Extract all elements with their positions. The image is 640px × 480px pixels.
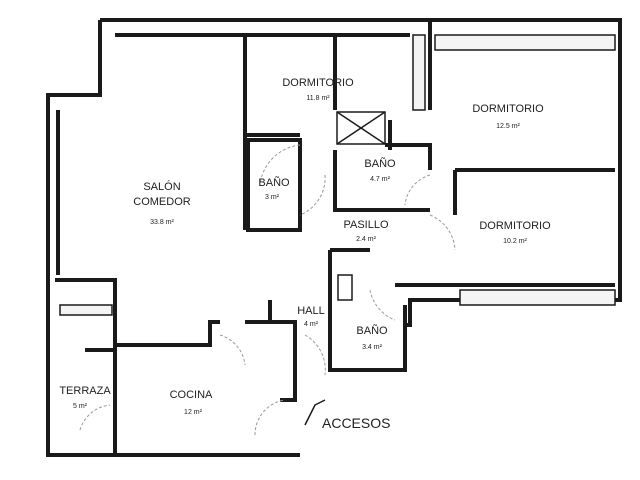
terraza-walls	[55, 278, 117, 455]
room-area: 3.4 m²	[362, 344, 383, 351]
room-name: DORMITORIO	[479, 220, 551, 232]
room-area: 33.8 m²	[150, 219, 174, 226]
room-labels: DORMITORIO 11.8 m² DORMITORIO 12.5 m² DO…	[59, 77, 551, 431]
door-swing	[429, 214, 456, 251]
room-area: 3 m²	[265, 194, 280, 201]
cocina-top-wall	[115, 320, 220, 347]
room-area: 4 m²	[304, 321, 319, 328]
closet-cross	[336, 111, 386, 145]
wardrobe	[412, 34, 426, 111]
door-swing	[304, 334, 326, 376]
room-area: 10.2 m²	[503, 238, 527, 245]
door-swing	[299, 174, 326, 216]
room-name: BAÑO	[258, 176, 290, 189]
room-name: TERRAZA	[59, 385, 111, 397]
bano-1-walls	[246, 138, 302, 232]
room-name: HALL	[297, 305, 325, 317]
door-swing	[259, 144, 301, 186]
room-name: COMEDOR	[133, 196, 191, 208]
room-name: DORMITORIO	[282, 77, 354, 89]
access-marker	[304, 399, 326, 426]
walls	[46, 18, 622, 457]
door-swing	[369, 289, 396, 321]
outer-wall	[100, 18, 622, 327]
wardrobe	[434, 34, 616, 51]
room-area: 5 m²	[73, 403, 88, 410]
door-swing	[219, 334, 246, 366]
closet	[336, 111, 386, 145]
dormitorio-3-walls	[395, 170, 615, 287]
room-name: COCINA	[170, 389, 213, 401]
wardrobe	[459, 289, 616, 306]
door-swing	[254, 399, 286, 436]
room-name: SALÓN	[143, 180, 180, 193]
wardrobe	[59, 304, 113, 316]
room-area: 12 m²	[184, 409, 203, 416]
accesos-label: ACCESOS	[322, 415, 390, 431]
room-name: DORMITORIO	[472, 103, 544, 115]
room-area: 2.4 m²	[356, 236, 377, 243]
door-swings	[79, 144, 456, 436]
shower	[337, 274, 353, 301]
door-swing	[79, 404, 111, 431]
room-name: BAÑO	[356, 324, 388, 337]
outer-wall-left	[46, 20, 300, 457]
room-area: 11.8 m²	[306, 95, 330, 102]
room-area: 4.7 m²	[370, 176, 391, 183]
room-name: PASILLO	[343, 219, 388, 231]
dormitorio-1-walls	[245, 33, 410, 137]
dormitorio-2-walls	[428, 20, 615, 172]
room-area: 12.5 m²	[496, 123, 520, 130]
room-name: BAÑO	[364, 157, 396, 170]
hall-walls	[245, 300, 297, 402]
bano-3-walls	[328, 248, 407, 372]
door-swing	[404, 174, 431, 206]
